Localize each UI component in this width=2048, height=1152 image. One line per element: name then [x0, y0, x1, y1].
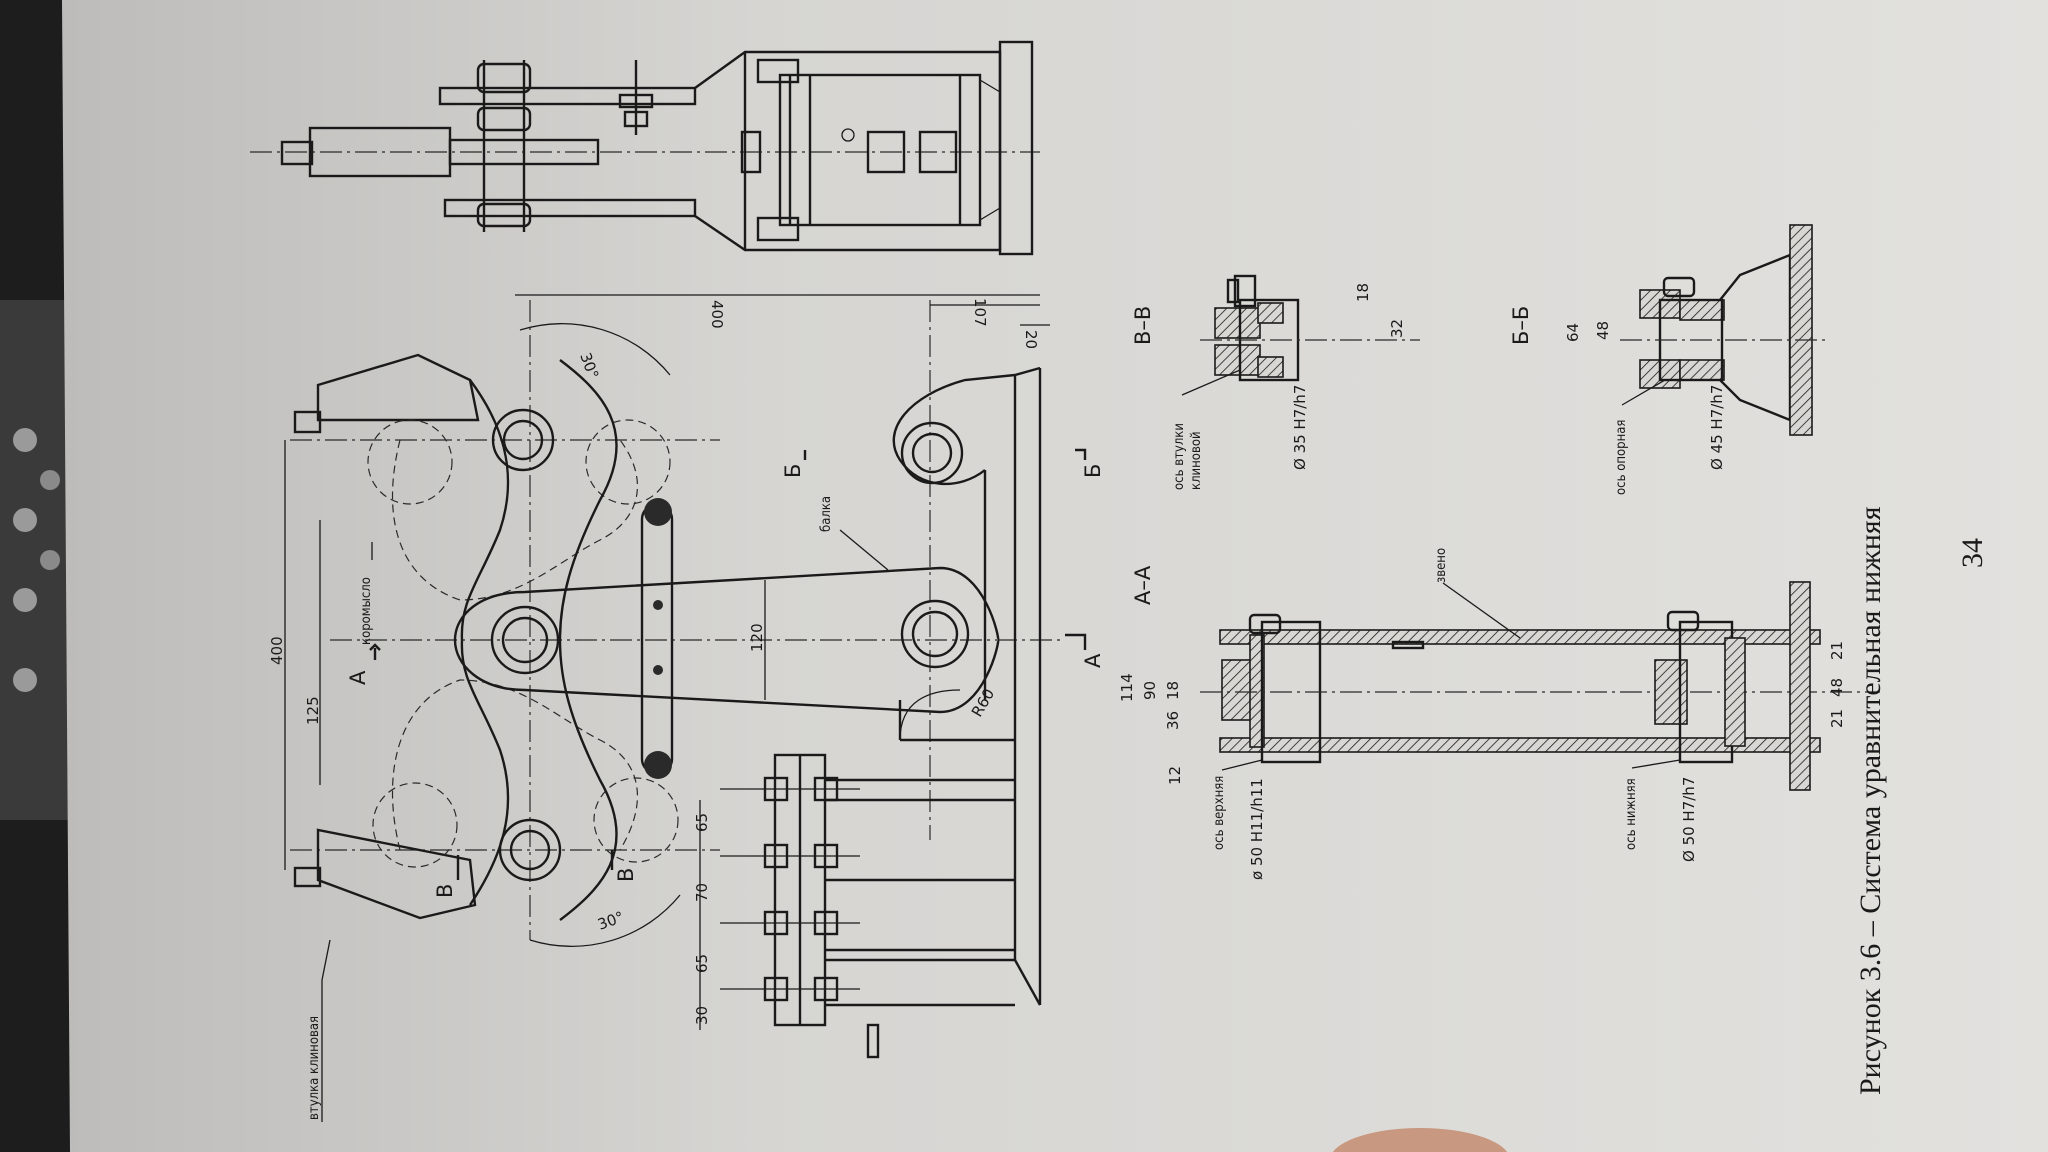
dim-70: 70	[693, 883, 711, 902]
page-number: 34	[1956, 538, 1989, 568]
label-rocker: коромысло	[359, 577, 374, 645]
dim-36: 36	[1164, 711, 1182, 730]
dim-18a: 18	[1164, 681, 1182, 700]
dim-90: 90	[1141, 681, 1159, 700]
dim-12: 12	[1166, 766, 1184, 785]
bolts	[720, 776, 860, 1002]
label-axle-support: ось опорная	[1614, 420, 1629, 495]
marker-b-bottom: Б	[1081, 464, 1105, 478]
dim-48a: 48	[1828, 678, 1846, 697]
title-section-bb: Б–Б	[1509, 306, 1533, 345]
dim-phi45: Ø 45 H7/h7	[1708, 385, 1726, 470]
main-elevation	[290, 300, 1060, 1059]
marker-v-right: В	[614, 868, 638, 882]
dim-107: 107	[971, 298, 989, 327]
rotated-annotations: втулка клиновая коромысло балка звено ос…	[268, 283, 1989, 1122]
dim-phi50-lower: Ø 50 H7/h7	[1680, 777, 1698, 862]
main-dimensions	[284, 294, 1050, 1030]
marker-b-top: Б	[781, 464, 805, 478]
dim-phi50-upper: ø 50 H11/h11	[1248, 778, 1266, 880]
dim-32: 32	[1388, 319, 1406, 338]
label-axle-bushing-1: ось втулки	[1172, 423, 1187, 490]
finger	[1332, 1128, 1508, 1152]
label-bushing-wedge: втулка клиновая	[307, 1016, 322, 1120]
label-axle-lower: ось нижняя	[1624, 778, 1639, 850]
dim-21b: 21	[1828, 709, 1846, 728]
dim-20: 20	[1022, 330, 1040, 349]
marker-a-top: А	[346, 670, 370, 685]
dim-400-top: 400	[268, 636, 286, 665]
plan-view	[250, 40, 1040, 256]
dim-phi35: Ø 35 H7/h7	[1291, 385, 1309, 470]
label-axle-upper: ось верхняя	[1212, 776, 1227, 850]
dim-114: 114	[1118, 673, 1136, 702]
title-section-vv: В–В	[1131, 306, 1155, 345]
marker-v-left: В	[433, 884, 457, 898]
marker-a-bottom: А	[1081, 653, 1105, 668]
section-aa	[1200, 581, 1880, 791]
title-section-aa: А–А	[1131, 565, 1155, 605]
dim-18b: 18	[1354, 283, 1372, 302]
paper-sheet	[62, 0, 2048, 1152]
dim-125: 125	[304, 696, 322, 725]
dim-400-right: 400	[708, 300, 726, 329]
section-bb	[1620, 224, 1830, 436]
label-axle-bushing-2: клиновой	[1189, 431, 1204, 490]
keyboard-edge	[0, 300, 70, 820]
label-beam: балка	[819, 496, 834, 532]
dim-120: 120	[748, 623, 766, 652]
dim-65b: 65	[693, 954, 711, 973]
dim-48b: 48	[1594, 321, 1612, 340]
dim-21a: 21	[1828, 641, 1846, 660]
label-link: звено	[1434, 548, 1449, 583]
dim-64: 64	[1564, 323, 1582, 342]
figure-caption: Рисунок 3.6 – Система уравнительная нижн…	[1854, 506, 1887, 1095]
dim-30: 30	[693, 1006, 711, 1025]
section-vv	[1200, 274, 1420, 382]
dim-65a: 65	[693, 813, 711, 832]
